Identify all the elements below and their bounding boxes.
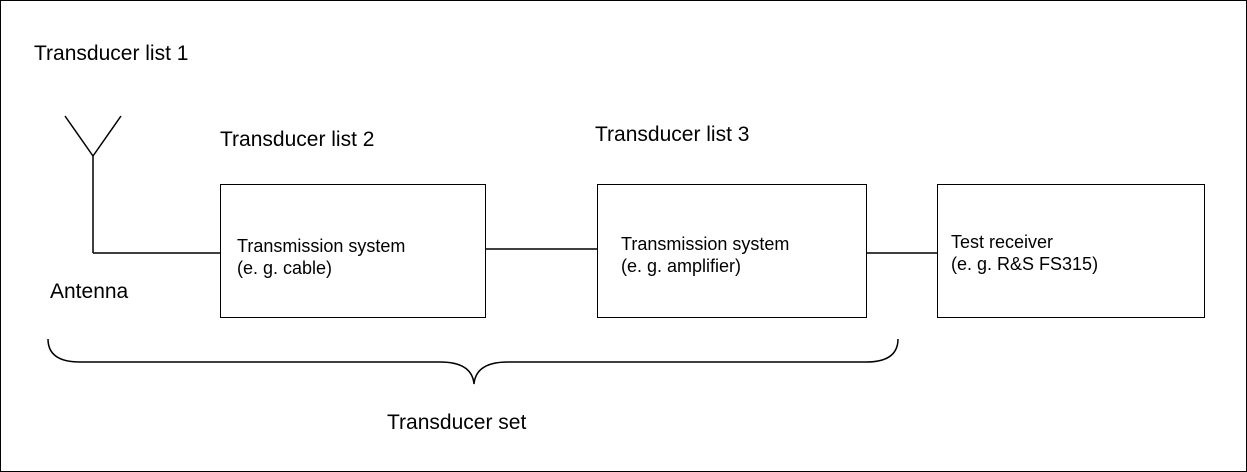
- transducer-list-3-label: Transducer list 3: [595, 123, 750, 146]
- transducer-list-2-label: Transducer list 2: [220, 128, 375, 151]
- cable-box-line1: Transmission system: [237, 236, 406, 256]
- antenna-icon: [64, 115, 220, 254]
- transducer-set-label: Transducer set: [387, 411, 527, 434]
- receiver-box-line1: Test receiver: [951, 232, 1054, 252]
- amplifier-box-line1: Transmission system: [621, 234, 790, 254]
- transducer-list-1-label: Transducer list 1: [34, 42, 189, 65]
- receiver-box-line2: (e. g. R&S FS315): [951, 254, 1099, 274]
- cable-box-line2: (e. g. cable): [237, 258, 333, 278]
- cable-transmission-box: Transmission system (e. g. cable): [220, 184, 486, 318]
- transducer-set-brace: [47, 338, 899, 385]
- amplifier-box-line2: (e. g. amplifier): [621, 256, 742, 276]
- amplifier-transmission-box: Transmission system (e. g. amplifier): [597, 184, 867, 318]
- antenna-label: Antenna: [50, 280, 129, 303]
- test-receiver-box: Test receiver (e. g. R&S FS315): [937, 184, 1205, 318]
